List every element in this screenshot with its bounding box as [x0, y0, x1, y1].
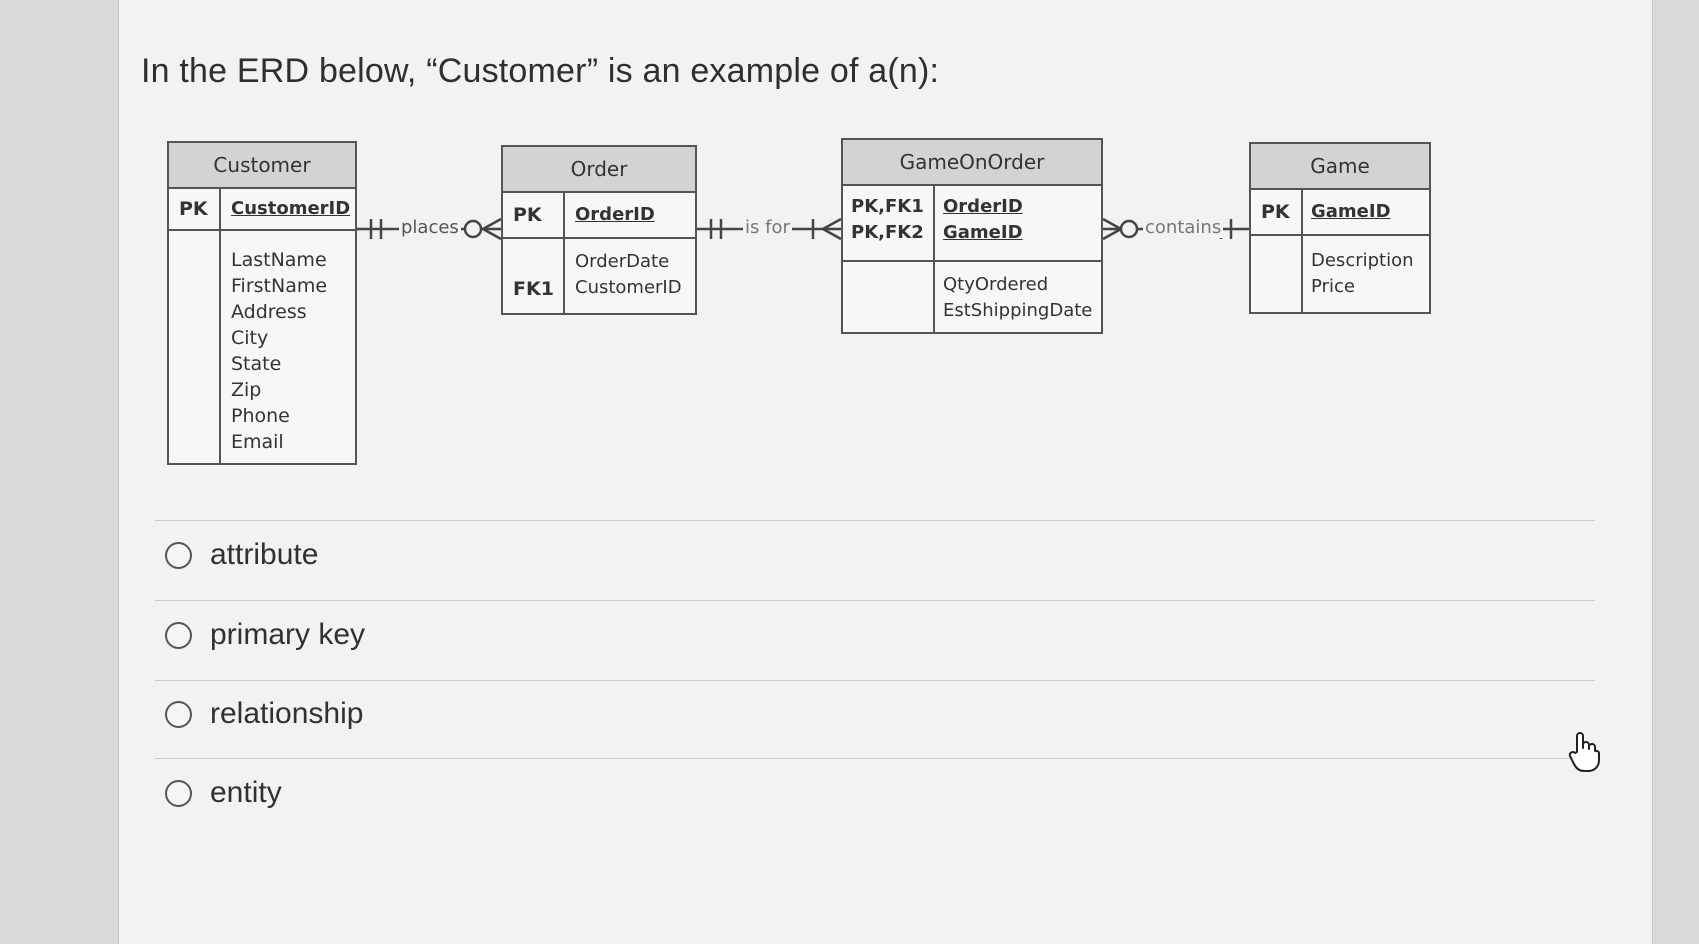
order-attr: OrderDate [575, 251, 670, 272]
gameonorder-key-field: GameID [943, 222, 1023, 243]
entity-gameonorder-header: GameOnOrder [843, 140, 1101, 186]
order-attr: CustomerID [575, 277, 682, 298]
divider [155, 520, 1595, 521]
radio-button[interactable] [165, 621, 192, 649]
option-relationship[interactable]: relationship [165, 697, 363, 731]
relationship-isfor-label: is for [743, 217, 792, 238]
option-primary-key[interactable]: primary key [165, 618, 365, 652]
option-label: primary key [210, 618, 366, 651]
customer-attr: Email [231, 431, 284, 453]
entity-customer-header: Customer [169, 143, 355, 189]
radio-button[interactable] [165, 541, 192, 569]
customer-attr: Phone [231, 405, 290, 427]
divider [155, 680, 1595, 681]
customer-attr: LastName [231, 249, 327, 271]
relationship-places-label: places [399, 217, 461, 238]
gameonorder-attr: EstShippingDate [943, 300, 1093, 321]
radio-button[interactable] [165, 700, 192, 728]
order-pk-label: PK [513, 204, 542, 226]
erd-diagram: Customer PK CustomerID LastName FirstNam… [119, 0, 1654, 540]
relationship-contains-label: contains [1143, 217, 1224, 238]
gameonorder-key-label: PK,FK1 [851, 196, 924, 217]
customer-attr: Address [231, 301, 307, 323]
game-attr: Description [1311, 250, 1414, 271]
option-label: entity [210, 776, 282, 809]
entity-order-header: Order [503, 147, 695, 193]
customer-attr: Zip [231, 379, 262, 401]
order-pk-field: OrderID [575, 204, 655, 225]
customer-pk-label: PK [179, 198, 208, 220]
gameonorder-key-label: PK,FK2 [851, 222, 924, 243]
order-fk-label: FK1 [513, 278, 554, 300]
game-attr: Price [1311, 276, 1355, 297]
customer-attr: FirstName [231, 275, 328, 297]
gameonorder-attr: QtyOrdered [943, 274, 1049, 295]
divider [155, 600, 1595, 601]
option-attribute[interactable]: attribute [165, 538, 318, 572]
radio-button[interactable] [165, 779, 192, 807]
customer-pk-field: CustomerID [231, 198, 351, 219]
game-pk-field: GameID [1311, 201, 1391, 222]
entity-game-header: Game [1251, 144, 1429, 190]
customer-attr: City [231, 327, 269, 349]
hand-cursor-icon [1568, 732, 1600, 772]
option-entity[interactable]: entity [165, 776, 282, 810]
question-text: In the ERD below, “Customer” is an examp… [141, 52, 940, 90]
entity-game: Game PK GameID Description Price [1249, 142, 1431, 314]
game-pk-label: PK [1261, 201, 1290, 223]
relationship-connectors [357, 217, 1249, 241]
gameonorder-key-field: OrderID [943, 196, 1023, 217]
entity-gameonorder: GameOnOrder PK,FK1 PK,FK2 OrderID GameID… [841, 138, 1103, 334]
option-label: relationship [210, 697, 364, 730]
customer-attr: State [231, 353, 282, 375]
divider [155, 758, 1595, 759]
option-label: attribute [210, 538, 319, 571]
entity-order: Order PK OrderID FK1 OrderDate CustomerI… [501, 145, 697, 315]
entity-customer: Customer PK CustomerID LastName FirstNam… [167, 141, 357, 465]
quiz-page: In the ERD below, “Customer” is an examp… [118, 0, 1653, 944]
